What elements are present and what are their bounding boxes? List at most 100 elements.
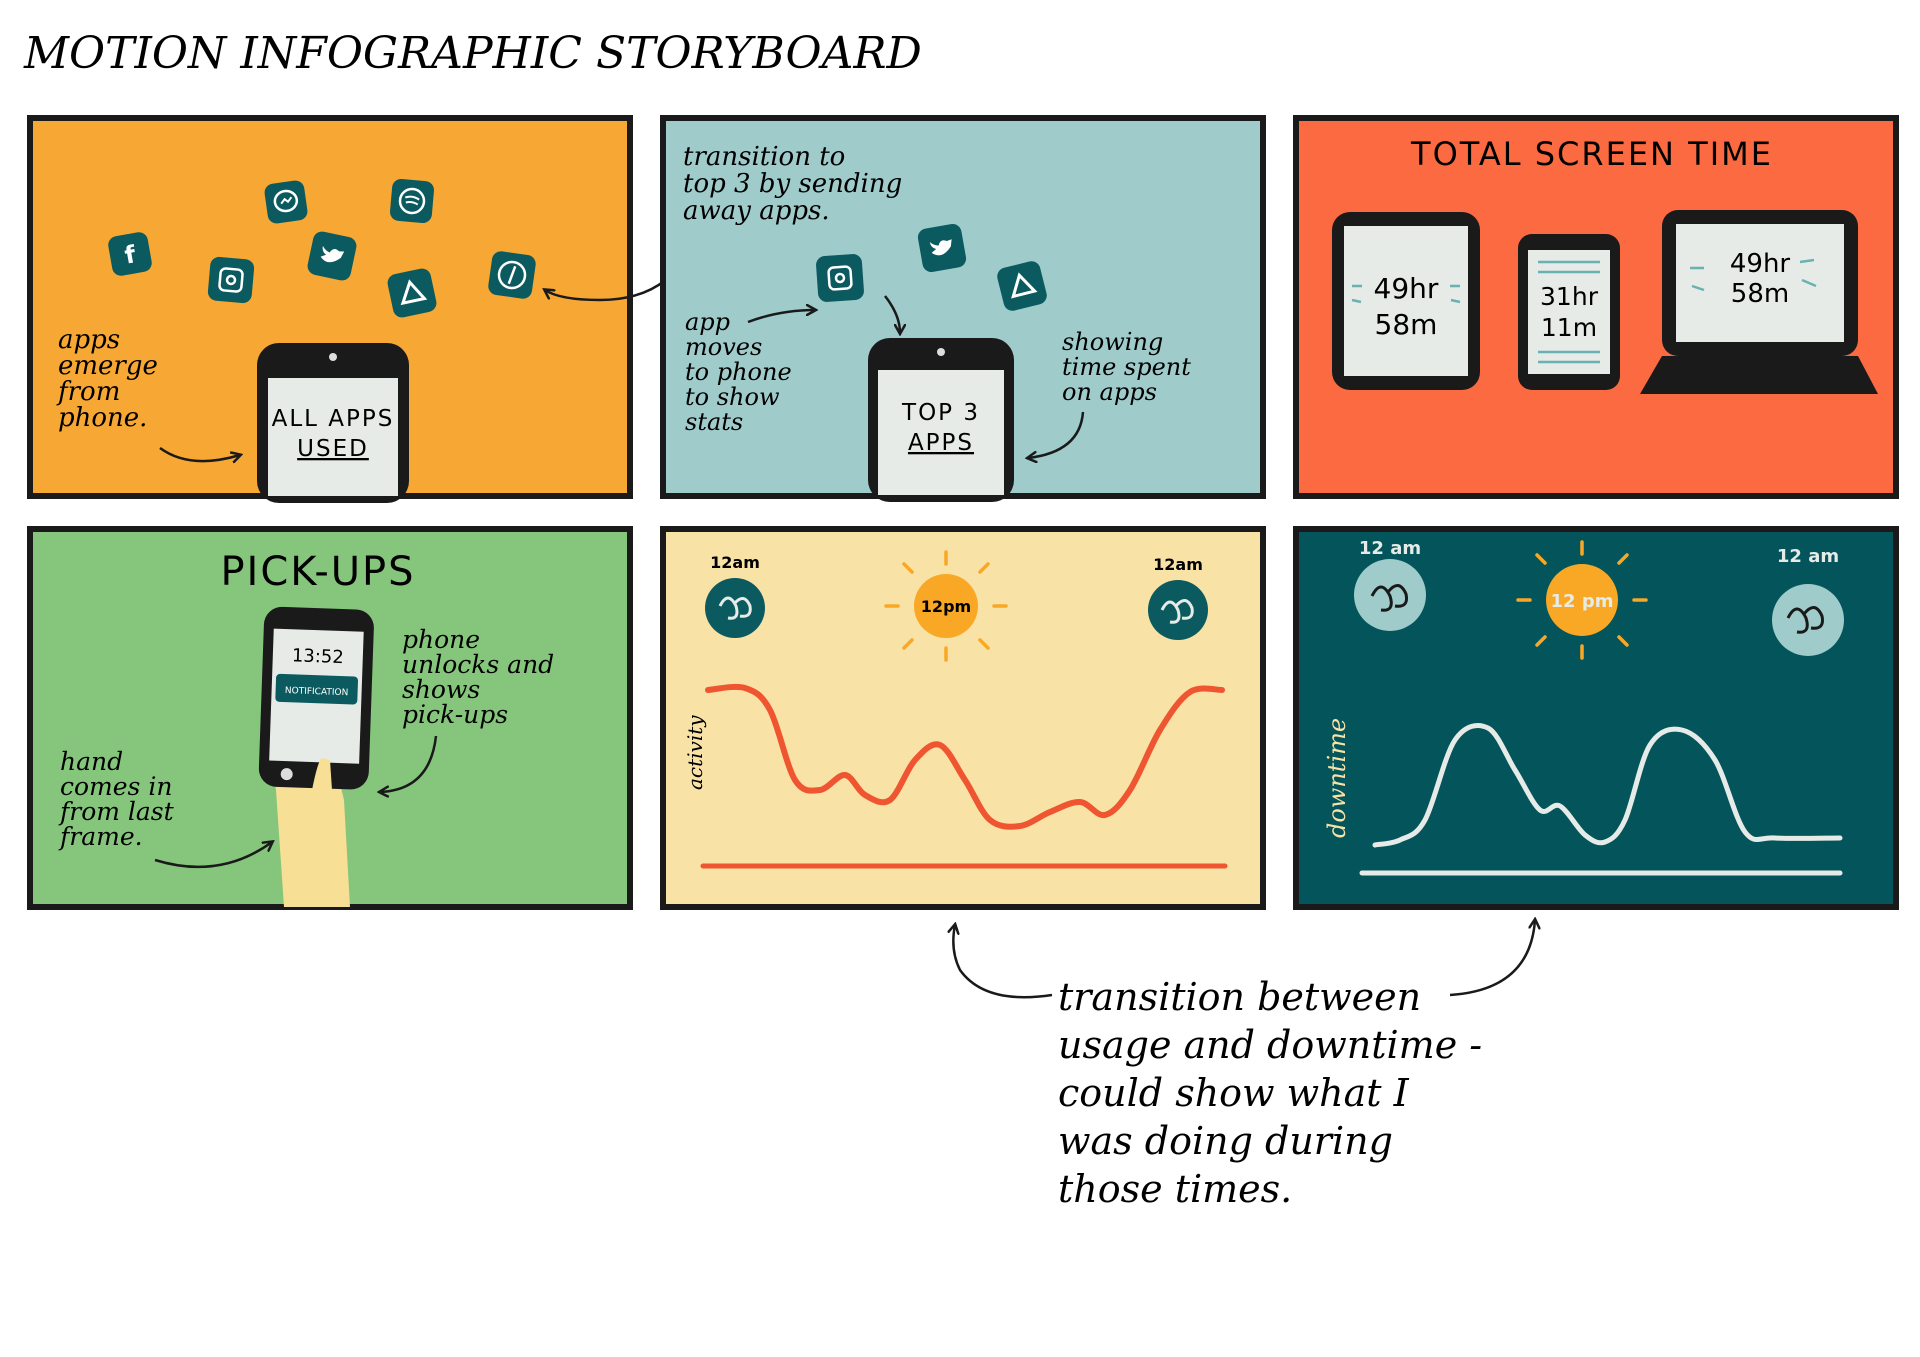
phone-unlocking: 13:52 NOTIFICATION — [258, 606, 374, 790]
panel-top-apps: transition to top 3 by sending away apps… — [660, 115, 1266, 502]
notification-label: NOTIFICATION — [285, 686, 349, 698]
activity-start-time: 12am — [710, 553, 760, 572]
notification-banner — [275, 673, 359, 705]
sun-icon — [884, 550, 1008, 662]
arrow-to-phone — [884, 295, 900, 333]
p2-left-note-line: to show — [685, 383, 780, 411]
arrow-app-moves — [747, 310, 815, 324]
bottom-transition-note: transition between usage and downtime - … — [1058, 975, 1482, 1211]
bottom-note-line: could show what I — [1058, 1071, 1410, 1115]
total-screen-time-title: TOTAL SCREEN TIME — [1410, 135, 1773, 173]
panel-1-note: apps emerge from phone. — [56, 325, 158, 433]
phone-screen-lines-icon — [1538, 260, 1600, 364]
p2-right-note-line: on apps — [1062, 378, 1157, 406]
downtime-noon-time: 12 pm — [1551, 591, 1614, 612]
google-drive-icon — [997, 261, 1047, 311]
panel-pick-ups: PICK-UPS 13:52 NOTIFICATION phone unlock… — [27, 526, 633, 910]
p4-left-note-line: hand — [60, 747, 123, 776]
p2-top-note-line: top 3 by sending — [683, 169, 902, 199]
p2-right-note-line: showing — [1062, 328, 1163, 356]
moon-icon — [705, 578, 765, 638]
spotify-icon — [389, 178, 435, 224]
bottom-note-line: was doing during — [1058, 1119, 1393, 1163]
phone-camera-icon — [937, 348, 945, 356]
laptop-hours: 49hr — [1730, 249, 1791, 279]
p4-right-note-line: shows — [402, 675, 480, 704]
arrow-hand-enters — [154, 842, 272, 869]
storyboard-title: MOTION INFOGRAPHIC STORYBOARD — [23, 28, 922, 79]
messenger-icon — [264, 180, 308, 224]
activity-noon-time: 12pm — [921, 597, 971, 616]
arrow-to-downtime-panel — [1449, 920, 1535, 997]
panel-2-left-note: app moves to phone to show stats — [685, 308, 792, 436]
moon-icon — [1772, 584, 1844, 656]
p2-top-note-line: away apps. — [683, 196, 830, 226]
activity-axis-label: activity — [683, 715, 707, 790]
p2-left-note-line: to phone — [685, 358, 792, 386]
arrow-to-phone — [159, 446, 240, 461]
p4-right-note-line: unlocks and — [402, 650, 554, 679]
activity-end-time: 12am — [1153, 555, 1203, 574]
p1-note-line: emerge — [58, 351, 158, 381]
activity-curve — [705, 683, 1225, 830]
all-apps-line2: USED — [297, 436, 369, 462]
p4-left-note-line: frame. — [58, 822, 143, 851]
panel-2-right-note: showing time spent on apps — [1062, 328, 1191, 406]
p4-right-note-line: pick-ups — [402, 700, 508, 729]
pick-ups-title: PICK-UPS — [220, 549, 415, 595]
instagram-icon — [207, 256, 255, 304]
tablet-screen — [1344, 226, 1468, 376]
p1-note-line: from — [56, 377, 120, 407]
p1-note-line: phone. — [58, 403, 147, 433]
laptop-minutes: 58m — [1731, 279, 1789, 309]
p2-left-note-line: moves — [685, 333, 762, 361]
p4-left-note-line: comes in — [60, 772, 172, 801]
panel-4-right-note: phone unlocks and shows pick-ups — [402, 625, 554, 729]
moon-icon — [1148, 580, 1208, 640]
top-apps-line1: TOP 3 — [901, 400, 980, 426]
safari-icon — [488, 251, 536, 299]
sun-icon — [1516, 540, 1648, 660]
p2-top-note-line: transition to — [683, 142, 845, 172]
downtime-start-time: 12 am — [1359, 538, 1421, 559]
arrow-unlocks — [380, 735, 438, 792]
phone-minutes: 11m — [1541, 313, 1597, 342]
tablet-hours: 49hr — [1374, 272, 1439, 305]
laptop-base — [1640, 356, 1878, 394]
instagram-icon — [816, 254, 864, 302]
bottom-note-line: usage and downtime - — [1058, 1023, 1482, 1067]
downtime-axis-label: downtime — [1323, 718, 1351, 838]
panel-total-screen-time: TOTAL SCREEN TIME 49hr 58m 31hr 11m 49hr… — [1293, 115, 1899, 499]
p1-note-line: apps — [58, 325, 120, 355]
p2-left-note-line: app — [685, 308, 730, 336]
panel-2-top-note: transition to top 3 by sending away apps… — [683, 142, 902, 226]
phone-clock: 13:52 — [292, 645, 345, 668]
laptop-screen — [1676, 224, 1844, 342]
phone-hours: 31hr — [1540, 282, 1599, 311]
panel-4-left-note: hand comes in from last frame. — [58, 747, 175, 851]
twitter-icon — [307, 231, 357, 281]
downtime-end-time: 12 am — [1777, 546, 1839, 567]
phone-camera-icon — [329, 353, 337, 361]
all-apps-line1: ALL APPS — [272, 406, 395, 432]
p2-right-note-line: time spent — [1062, 353, 1191, 381]
phone-screen — [268, 378, 398, 496]
panel-downtime: 12 am 12 am 12 pm downtime — [1293, 526, 1899, 910]
tablet-sparkle-icon — [1351, 284, 1461, 304]
home-button-icon — [280, 768, 293, 781]
bottom-note-line: those times. — [1058, 1167, 1292, 1211]
phone-screen — [878, 370, 1004, 495]
panel-activity: 12am 12am 12pm activity — [660, 526, 1266, 910]
bottom-note-line: transition between — [1058, 975, 1421, 1019]
p4-right-note-line: phone — [402, 625, 480, 654]
twitter-icon — [917, 223, 967, 273]
arrow-time-spent — [1028, 411, 1085, 458]
arrow-to-activity-panel — [953, 925, 1053, 999]
panel-all-apps: ALL APPS USED f — [27, 115, 633, 503]
phone-screen — [1528, 250, 1610, 374]
facebook-icon: f — [108, 232, 152, 276]
laptop-sparkle-icon — [1690, 258, 1817, 292]
p4-left-note-line: from last — [58, 797, 175, 826]
top-apps-line2: APPS — [908, 430, 974, 456]
